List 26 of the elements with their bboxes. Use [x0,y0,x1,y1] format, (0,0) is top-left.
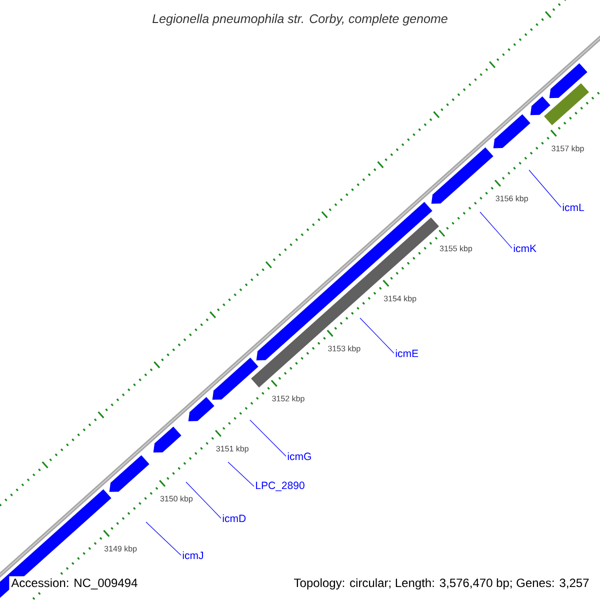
gene-label: icmJ [182,551,203,560]
title: Legionella pneumophila str. Corby, complete genome [152,14,448,26]
genome-info-text: Topology: circular; Length: 3,576,470 bp; Genes: 3,257 [294,578,589,590]
tick-label: 3151 kbp [216,446,248,454]
tick-label: 3156 kbp [496,195,528,203]
tick-label: 3152 kbp [272,396,304,403]
gene-label: icmG [288,452,311,460]
tick-label: 3153 kbp [328,346,360,353]
leader-line [250,420,286,457]
gene-label: icmE [396,349,418,358]
gene-label: icmL [562,203,584,212]
gene-label: LPC_2890 [256,482,304,492]
accession-text: Accession: NC_009494 [9,576,140,592]
gene-label: icmD [222,514,246,522]
gene-label: icmK [514,244,536,252]
tick-label: 3149 kbp [104,546,137,554]
leader-line [146,522,182,556]
leader-line [480,212,512,249]
tick-label: 3154 kbp [384,296,416,303]
leader-line [228,462,254,487]
leader-line [186,482,222,519]
tick-label: 3155 kbp [440,245,472,253]
leader-line [360,318,394,354]
tick-label: 3157 kbp [552,145,584,153]
tick-label: 3150 kbp [160,496,193,504]
leader-line [528,170,562,208]
